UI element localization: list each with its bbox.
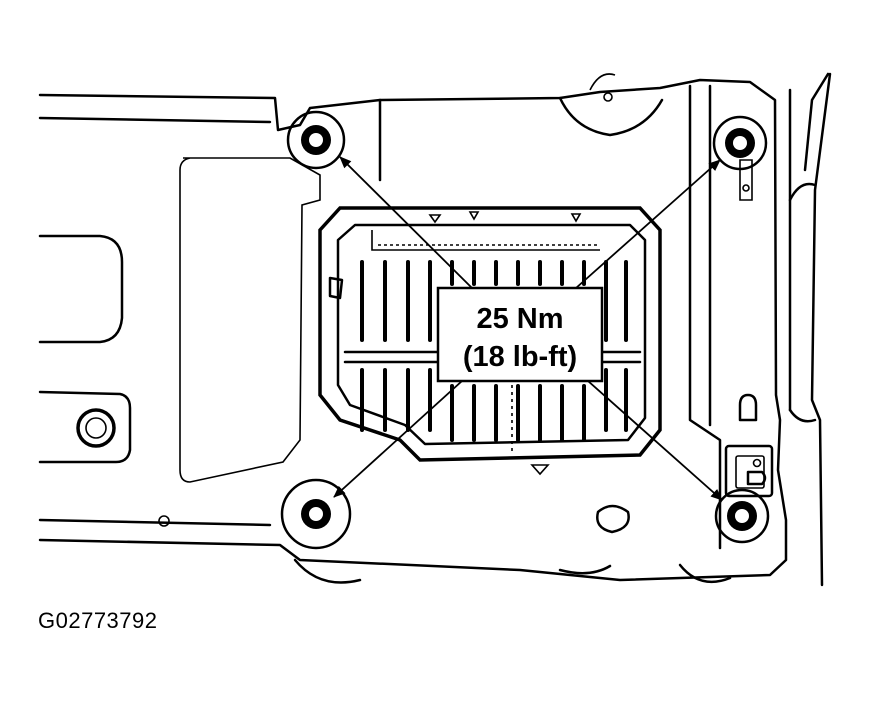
mounting-bolt-icon [712,115,768,171]
torque-value-nm: 25 Nm [476,303,563,335]
mounting-bolt-icon [714,488,770,544]
leader-arrows [333,156,723,501]
mounting-bolt-icon [286,110,346,170]
mounting-bolts [280,110,770,550]
figure-identifier: G02773792 [38,608,158,633]
mounting-bolt-icon [280,478,352,550]
leader-arrow-icon [339,156,473,289]
module-cooling-fins [360,260,628,442]
frame-bracket [38,72,832,587]
leader-arrow-icon [333,380,463,498]
torque-callout: 25 Nm (18 lb-ft) [436,286,604,383]
leader-arrow-icon [587,380,723,501]
leader-arrow-icon [575,159,721,289]
torque-value-lbft: (18 lb-ft) [463,341,577,373]
module-housing [318,206,662,476]
